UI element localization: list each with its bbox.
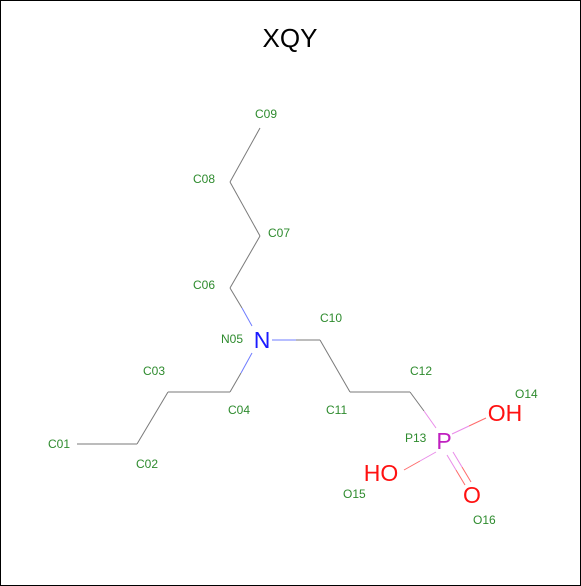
atom-label-c12: C12 <box>410 364 432 378</box>
bond-p13-o14-oxygen-half <box>468 417 487 427</box>
atom-symbol-oxygen-o16: O <box>463 482 481 508</box>
bond-p13-o14-phosphorus-half <box>451 425 470 435</box>
atom-label-c08: C08 <box>193 172 215 186</box>
bond-c04-n05-carbon-half <box>229 372 242 393</box>
bond-p13-o16-double-a-oxygen-half <box>455 469 466 486</box>
bond-c12-p13-phosphorus-half <box>423 410 437 429</box>
bond-p13-o15-phosphorus-half <box>419 451 437 462</box>
atom-label-p13: P13 <box>405 431 427 445</box>
atom-label-n05: N05 <box>221 332 243 346</box>
atom-label-c09: C09 <box>255 107 277 121</box>
phosphorus-bonds <box>403 391 487 486</box>
bond-p13-o16-double-a-phosphorus-half <box>446 454 457 471</box>
atom-symbol-hydroxyl-o15: HO <box>364 460 399 486</box>
bond-p13-o15-oxygen-half <box>403 460 421 471</box>
bond-c04-n05-nitrogen-half <box>240 352 253 374</box>
atom-label-c01: C01 <box>48 437 70 451</box>
atom-label-o15: O15 <box>343 487 366 501</box>
bond-c02-c03 <box>136 391 169 445</box>
bond-c06-c07 <box>229 235 261 289</box>
atom-label-o16: O16 <box>473 513 496 527</box>
atom-label-c03: C03 <box>143 364 165 378</box>
atom-label-c04: C04 <box>228 403 250 417</box>
bond-c10-c11 <box>319 339 351 393</box>
bond-p13-o16-double-b-phosphorus-half <box>452 451 463 468</box>
atom-label-c06: C06 <box>193 278 215 292</box>
bond-p13-o16-double-b-oxygen-half <box>461 466 472 483</box>
atom-label-c07: C07 <box>268 226 290 240</box>
atom-label-o14: O14 <box>515 387 538 401</box>
atom-label-c02: C02 <box>136 457 158 471</box>
carbon-bonds <box>77 127 410 445</box>
atom-symbol-hydroxyl-o14: OH <box>488 400 523 426</box>
bond-c12-p13-carbon-half <box>409 391 425 412</box>
atom-symbol-phosphorus: P <box>436 428 451 454</box>
nitrogen-bonds <box>229 287 320 393</box>
molecule-title: XQY <box>263 23 318 53</box>
atom-symbol-nitrogen: N <box>254 327 271 353</box>
bond-c06-n05-carbon-half <box>229 287 243 309</box>
bond-c08-c09 <box>229 127 261 183</box>
carbon-labels: C01 C02 C03 C04 C06 C07 C08 C09 C10 C11 … <box>48 107 432 471</box>
atom-label-c11: C11 <box>326 403 347 417</box>
bond-c06-n05-nitrogen-half <box>241 307 253 327</box>
atom-label-c10: C10 <box>320 311 342 325</box>
bond-c07-c08 <box>229 181 261 237</box>
